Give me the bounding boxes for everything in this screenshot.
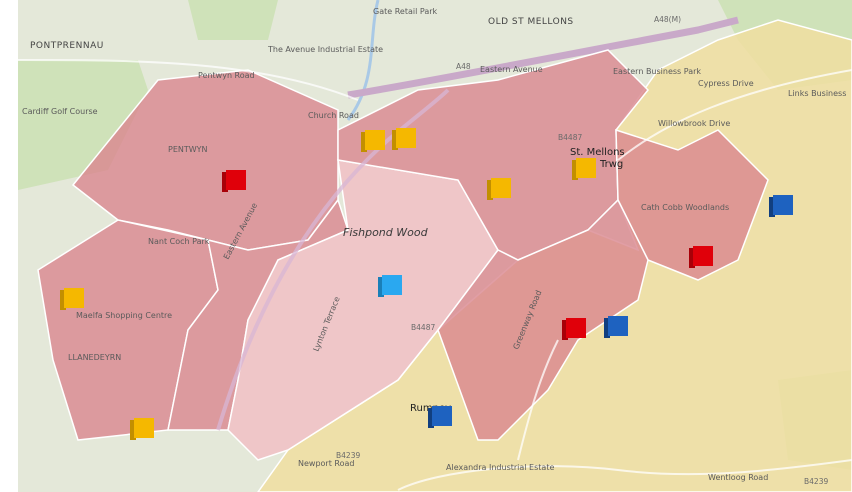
label-willowbrook: Willowbrook Drive — [658, 119, 730, 128]
red-marker[interactable] — [689, 246, 713, 268]
label-a48: A48 — [456, 62, 471, 71]
label-b4239b: B4239 — [804, 477, 828, 486]
label-eastern-avenue-top: Eastern Avenue — [480, 65, 543, 74]
blue-marker[interactable] — [428, 406, 452, 428]
yellow-marker[interactable] — [361, 130, 385, 152]
label-st-mellons: St. Mellons — [570, 147, 625, 158]
blue-marker[interactable] — [769, 195, 793, 217]
label-trwg: Trwg — [599, 159, 623, 170]
yellow-marker[interactable] — [392, 128, 416, 150]
label-cath-cobb: Cath Cobb Woodlands — [641, 203, 729, 212]
label-b4239: B4239 — [336, 451, 360, 460]
yellow-marker[interactable] — [130, 418, 154, 440]
a48m-road — [347, 16, 739, 99]
label-pentwyn-road: Pentwyn Road — [198, 71, 255, 80]
label-church-road: Church Road — [308, 111, 359, 120]
label-fishpond-wood: Fishpond Wood — [343, 226, 429, 239]
red-marker[interactable] — [562, 318, 586, 340]
label-gate-retail: Gate Retail Park — [373, 7, 438, 16]
label-alexandra: Alexandra Industrial Estate — [446, 463, 554, 472]
yellow-marker[interactable] — [572, 158, 596, 180]
label-a48m: A48(M) — [654, 15, 681, 24]
blue-marker[interactable] — [604, 316, 628, 338]
label-eastern-business: Eastern Business Park — [613, 67, 701, 76]
label-links-business: Links Business — [788, 89, 846, 98]
label-wentloog: Wentloog Road — [708, 473, 768, 482]
roads — [18, 59, 852, 491]
river — [346, 0, 380, 121]
yellow-marker[interactable] — [60, 288, 84, 310]
red-marker[interactable] — [222, 170, 246, 192]
label-newport-road: Newport Road — [298, 459, 354, 468]
yellow-marker[interactable] — [487, 178, 511, 200]
markers — [60, 128, 793, 440]
label-b4487: B4487 — [558, 133, 582, 142]
label-pontprennau: PONTPRENNAU — [30, 41, 104, 51]
label-llanedeyrn: LLANEDEYRN — [68, 353, 121, 362]
label-avenue-industrial: The Avenue Industrial Estate — [267, 45, 383, 54]
label-nant-coch: Nant Coch Park — [148, 237, 210, 246]
label-b4487b: B4487 — [411, 323, 435, 332]
map-canvas[interactable]: PONTPRENNAU Cardiff Golf Course Gate Ret… — [18, 0, 852, 492]
label-cypress-drive: Cypress Drive — [698, 79, 754, 88]
label-pentwyn: PENTWYN — [168, 145, 208, 154]
label-cardiff-golf: Cardiff Golf Course — [22, 107, 98, 116]
label-old-st-mellons: OLD ST MELLONS — [488, 17, 574, 27]
label-maelfa: Maelfa Shopping Centre — [76, 311, 172, 320]
cyan-marker[interactable] — [378, 275, 402, 297]
